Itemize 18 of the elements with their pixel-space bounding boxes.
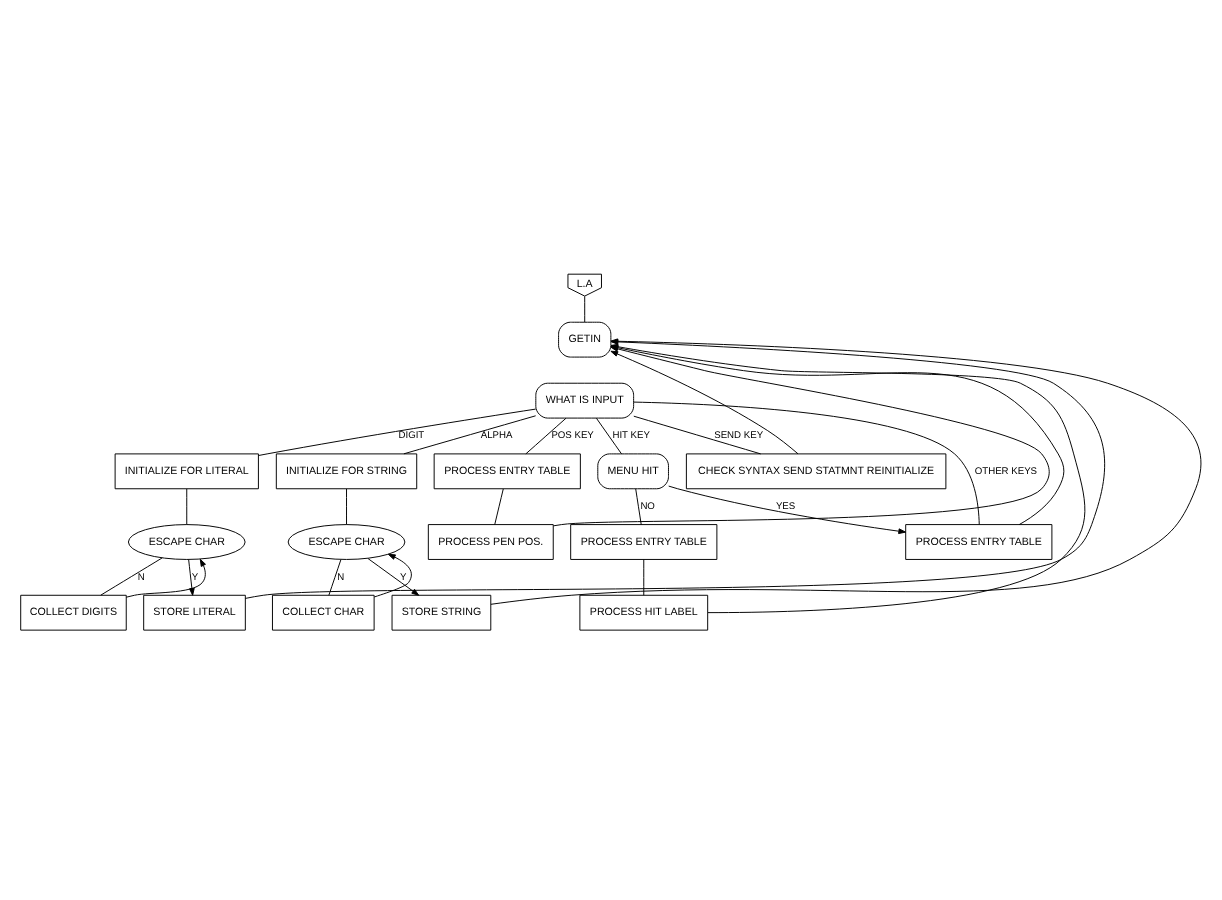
connector: [635, 487, 642, 525]
connector: [633, 400, 980, 524]
connector: [525, 416, 567, 454]
connector: [258, 407, 537, 455]
connector: [494, 487, 504, 525]
connector: [643, 558, 645, 595]
connector: [403, 414, 537, 454]
connector: [100, 556, 163, 595]
arrow: [373, 552, 412, 597]
connector: [584, 294, 586, 322]
connector: [328, 558, 342, 595]
arrow: [610, 349, 799, 454]
connector: [186, 487, 188, 525]
arrow: [367, 557, 420, 595]
connector: [633, 414, 762, 454]
connector: [346, 487, 347, 525]
arrow: [668, 484, 907, 534]
connector: [595, 416, 622, 454]
